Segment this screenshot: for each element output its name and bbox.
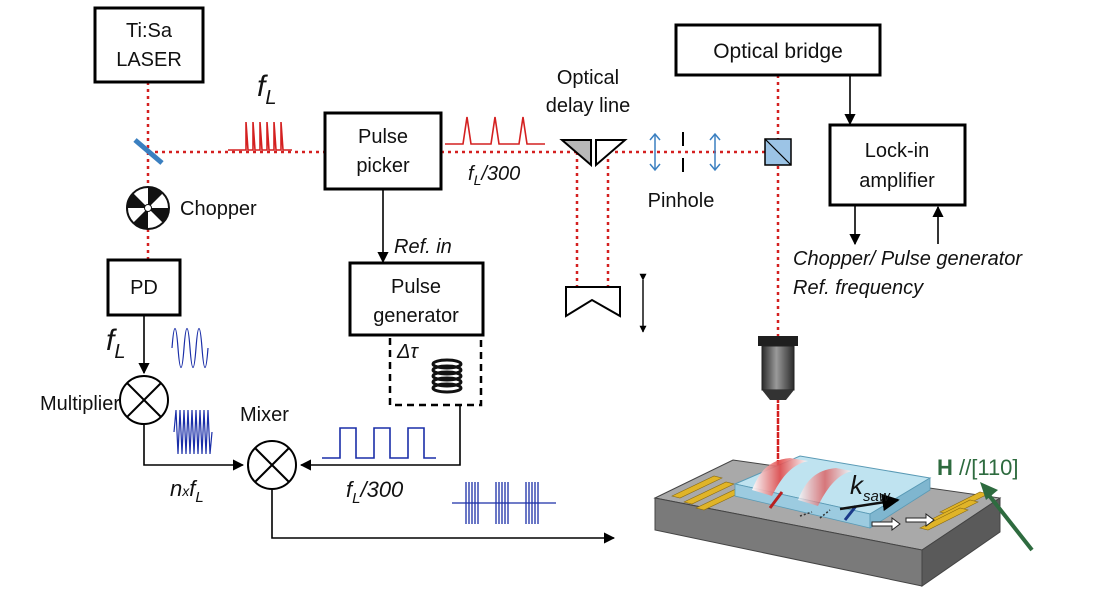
svg-text:Pulse: Pulse xyxy=(391,276,441,298)
saw-sample-device xyxy=(653,455,1002,587)
multiplier-icon xyxy=(119,375,169,425)
fL-top-label: fL xyxy=(257,70,276,109)
mixer-label: Mixer xyxy=(240,404,289,426)
chopper-label: Chopper xyxy=(180,198,257,220)
microscope-objective-icon xyxy=(758,336,798,400)
delay-line-label-2: delay line xyxy=(546,95,631,117)
multiplier-label: Multiplier xyxy=(40,393,120,415)
photodiode-box: PD xyxy=(106,258,182,317)
field-label: H //[110] xyxy=(937,455,1019,480)
surface-wave-ridges xyxy=(752,458,852,506)
lockin-amplifier-box: Lock-in amplifier xyxy=(828,123,967,207)
svg-text:LASER: LASER xyxy=(116,49,182,71)
lockin-ref-label-1: Chopper/ Pulse generator xyxy=(793,248,1023,270)
svg-text:Lock-in: Lock-in xyxy=(865,140,929,162)
ksaw-arrow xyxy=(839,493,900,512)
pulse-picker-box: Pulse picker xyxy=(323,111,443,191)
field-direction-arrow xyxy=(986,492,1034,552)
retroreflector-icon xyxy=(565,286,621,318)
sine-wave-high-icon xyxy=(173,409,213,455)
idt-right-electrode-icon xyxy=(919,491,989,531)
svg-text:PD: PD xyxy=(130,277,158,299)
square-pulse-train-icon xyxy=(322,427,436,459)
svg-text:Ti:Sa: Ti:Sa xyxy=(126,20,173,42)
pinhole-label: Pinhole xyxy=(648,190,715,212)
ksaw-label: ksaw xyxy=(850,470,891,505)
svg-text:generator: generator xyxy=(373,305,459,327)
picked-pulse-train-icon xyxy=(445,116,545,145)
nxfL-label: nxfL xyxy=(170,476,204,506)
svg-text:Pulse: Pulse xyxy=(358,126,408,148)
svg-text:Optical bridge: Optical bridge xyxy=(713,40,843,63)
sine-wave-low-icon xyxy=(171,327,209,369)
delay-coil-icon xyxy=(431,358,463,394)
ref-in-label: Ref. in xyxy=(394,236,452,258)
svg-text:picker: picker xyxy=(356,155,410,177)
field-arrowhead-icon xyxy=(980,482,998,500)
beam-splitter-mirror xyxy=(133,138,164,165)
burst-signal-icon xyxy=(452,482,556,524)
delay-line-label-1: Optical xyxy=(557,67,619,89)
lockin-ref-label-2: Ref. frequency xyxy=(793,277,924,299)
delay-prism-left-icon xyxy=(559,139,592,168)
spin-precession-arrows xyxy=(768,491,935,531)
fL-left-label: fL xyxy=(106,324,125,363)
delay-cable-box: Δτ xyxy=(388,333,483,407)
mixer-icon xyxy=(247,440,297,490)
beam-splitter-cube-icon xyxy=(764,138,792,166)
lens-right-icon xyxy=(709,132,721,172)
svg-text:amplifier: amplifier xyxy=(859,170,935,192)
fL300-bottom-label: fL/300 xyxy=(346,477,404,507)
fL300-top-label: fL/300 xyxy=(468,163,520,188)
laser-pulse-train-icon xyxy=(228,121,292,151)
pulse-generator-box: Pulse generator xyxy=(348,261,485,337)
chopper-wheel-icon xyxy=(126,186,170,230)
delay-prism-right-icon xyxy=(595,139,628,168)
signal-wires xyxy=(138,75,944,544)
optical-bridge-box: Optical bridge xyxy=(674,23,882,77)
svg-text:Δτ: Δτ xyxy=(396,341,419,363)
lens-left-icon xyxy=(649,132,661,172)
idt-left-electrode-icon xyxy=(671,475,747,511)
laser-box: Ti:Sa LASER xyxy=(93,6,205,84)
